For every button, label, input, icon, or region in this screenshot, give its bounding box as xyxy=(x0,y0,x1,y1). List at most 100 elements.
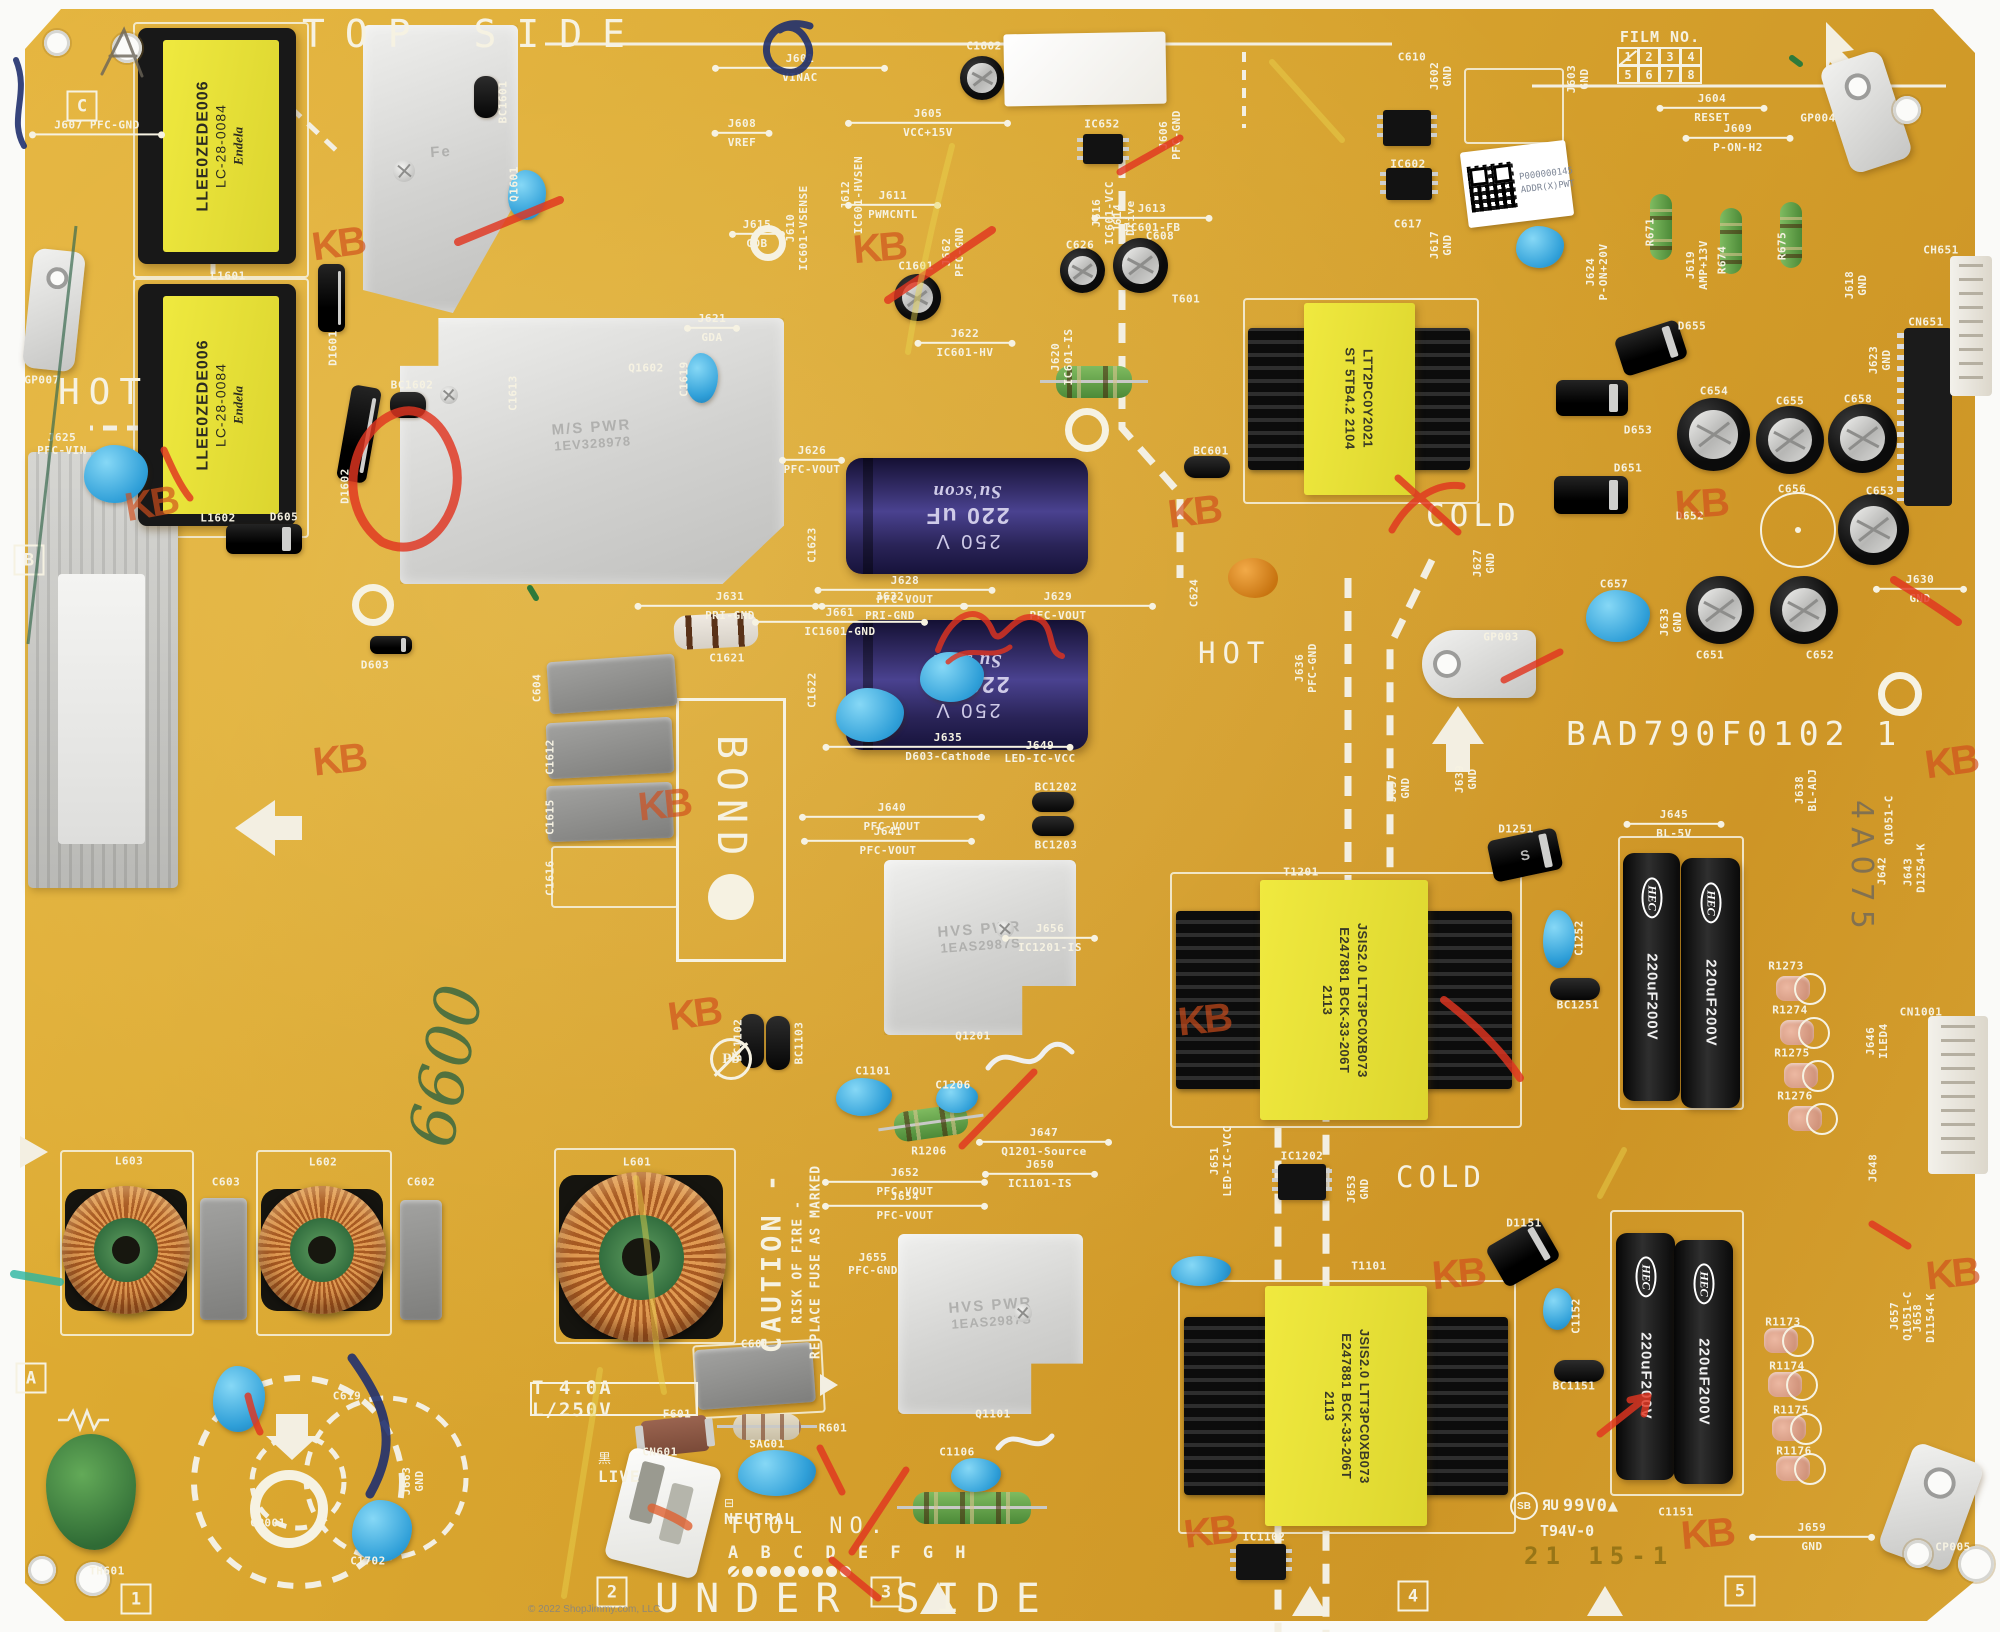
electrolytic-capacitor xyxy=(1677,398,1750,471)
resistor-small xyxy=(1784,1060,1834,1092)
glue-blob xyxy=(1543,910,1575,968)
silkscreen-label-ic602: IC602 xyxy=(1390,157,1426,171)
silkscreen-label-c601: C601 xyxy=(740,1337,770,1351)
screw xyxy=(440,386,458,404)
silkscreen-label-r1274: R1274 xyxy=(1772,1003,1808,1017)
silkscreen-label-c657: C657 xyxy=(1599,577,1629,591)
mounting-hole xyxy=(76,1562,110,1596)
grid-ref-c: C xyxy=(66,90,98,122)
via-hole xyxy=(750,225,786,261)
silkscreen-label-c1206: C1206 xyxy=(935,1078,971,1092)
smd-component xyxy=(1032,792,1074,812)
film-capacitor xyxy=(546,653,678,715)
silkscreen-label-d1601: D1601 xyxy=(326,330,340,366)
film-no-title: FILM NO. xyxy=(1619,28,1701,46)
thermistor xyxy=(46,1434,136,1550)
resistor xyxy=(717,1414,817,1440)
silkscreen-label-ic1202: IC1202 xyxy=(1280,1149,1324,1163)
toroid-inductor xyxy=(258,1186,386,1314)
smd-component xyxy=(390,392,426,418)
silkscreen-label-f601: F601 xyxy=(662,1407,692,1421)
connector xyxy=(1950,256,1992,396)
electrolytic-capacitor xyxy=(1770,576,1838,644)
silkscreen-label-c1702: C1702 xyxy=(350,1554,386,1568)
resistor xyxy=(897,1492,1047,1524)
smd-component xyxy=(1554,1360,1604,1382)
silkscreen-outline xyxy=(1243,298,1479,504)
silkscreen-label-t601: T601 xyxy=(1171,292,1201,306)
silkscreen-label-c1151: C1151 xyxy=(1658,1505,1694,1519)
diode xyxy=(226,524,302,554)
silkscreen-label-r601: R601 xyxy=(818,1421,848,1435)
glue-blob xyxy=(1516,226,1564,268)
grid-ref-1: 1 xyxy=(120,1583,152,1615)
silkscreen-label-r1275: R1275 xyxy=(1774,1046,1810,1060)
bond-pad xyxy=(708,874,754,921)
silkscreen-label-bc1151: BC1151 xyxy=(1552,1379,1596,1393)
glue-blob xyxy=(951,1458,1001,1492)
silkscreen-label-c1602: C1602 xyxy=(966,39,1002,53)
silkscreen-label-r1276: R1276 xyxy=(1777,1089,1813,1103)
silkscreen-label-q1051-c: Q1051-C xyxy=(1882,795,1896,845)
ur-mark: ЯU xyxy=(1542,1498,1559,1514)
kb-inspection-stamp: KB xyxy=(309,218,367,270)
ul-rating: T94V-0 xyxy=(1540,1522,1595,1540)
mounting-hole xyxy=(1904,1540,1932,1568)
silkscreen-label-r674: R674 xyxy=(1715,245,1729,275)
silkscreen-outline xyxy=(1464,68,1564,144)
silkscreen-label-r1176: R1176 xyxy=(1776,1444,1812,1458)
resistor-small xyxy=(1776,1453,1826,1485)
kb-inspection-stamp: KB xyxy=(851,223,907,273)
smd-component xyxy=(1184,456,1230,478)
silkscreen-label-bc1601: BC1601 xyxy=(496,80,510,124)
silkscreen-label-gp007: GP007 xyxy=(24,373,60,387)
tool-no-letters: A B C D E F G H xyxy=(728,1543,972,1563)
live-text: LIVE xyxy=(598,1467,641,1486)
mounting-hole xyxy=(28,1556,56,1584)
kb-inspection-stamp: KB xyxy=(665,988,723,1040)
silkscreen-label-r1273: R1273 xyxy=(1768,959,1804,973)
ic-chip xyxy=(1377,110,1437,146)
film-no-cell: 4 xyxy=(1680,47,1702,66)
resistor-small xyxy=(1780,1017,1830,1049)
diode xyxy=(1556,380,1628,416)
blank-sticker xyxy=(1003,31,1167,107)
silkscreen-label-cn1001: CN1001 xyxy=(1899,1005,1943,1019)
silkscreen-label-c656: C656 xyxy=(1777,482,1807,496)
electrolytic-capacitor xyxy=(1756,406,1824,474)
caution-line2: REPLACE FUSE AS MARKED xyxy=(808,1164,824,1360)
ic-chip xyxy=(1077,134,1129,164)
silkscreen-label-j607-pfc-gnd: J607 PFC-GND xyxy=(29,118,165,139)
cold-zone-label: COLD xyxy=(1396,1160,1486,1194)
silkscreen-label-ch651: CH651 xyxy=(1923,243,1959,257)
certification-logo: SB xyxy=(1510,1492,1538,1520)
silkscreen-label-c658: C658 xyxy=(1843,392,1873,406)
silkscreen-label-bc1202: BC1202 xyxy=(1034,780,1078,794)
electrolytic-capacitor xyxy=(1838,494,1909,565)
